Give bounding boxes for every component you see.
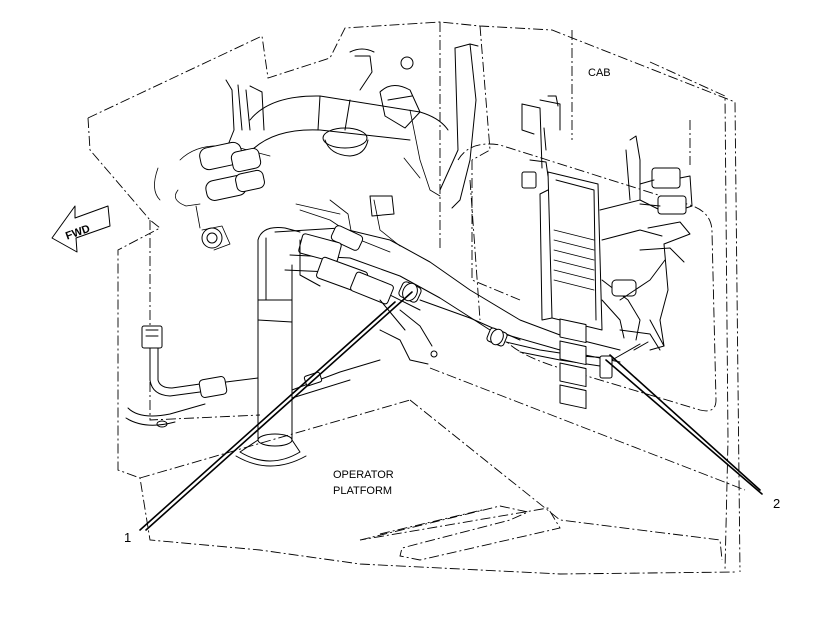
- floor-pedal-recess: [359, 505, 561, 561]
- forward-direction-arrow: FWD: [51, 205, 111, 253]
- lower-left-harness: [125, 325, 381, 428]
- cab-label: CAB: [588, 67, 611, 79]
- main-harness-bundle: [274, 199, 621, 367]
- fuse-relay-panel: [521, 95, 666, 410]
- callout-2-number: 2: [773, 496, 780, 511]
- side-panel: [457, 143, 717, 412]
- support-pillar: [235, 227, 307, 467]
- right-wall-connectors: [599, 135, 693, 379]
- left-wall-harness: [154, 79, 271, 251]
- operator-platform-label-line2: PLATFORM: [333, 485, 392, 497]
- callout-1-number: 1: [124, 530, 131, 545]
- upper-duct: [249, 95, 449, 157]
- operator-platform-label-line1: OPERATOR: [333, 469, 394, 481]
- cab-post: [349, 43, 479, 209]
- cab-outline: [87, 21, 746, 575]
- callout-leaders: [139, 291, 763, 531]
- harness-strap-bracket: [369, 85, 441, 247]
